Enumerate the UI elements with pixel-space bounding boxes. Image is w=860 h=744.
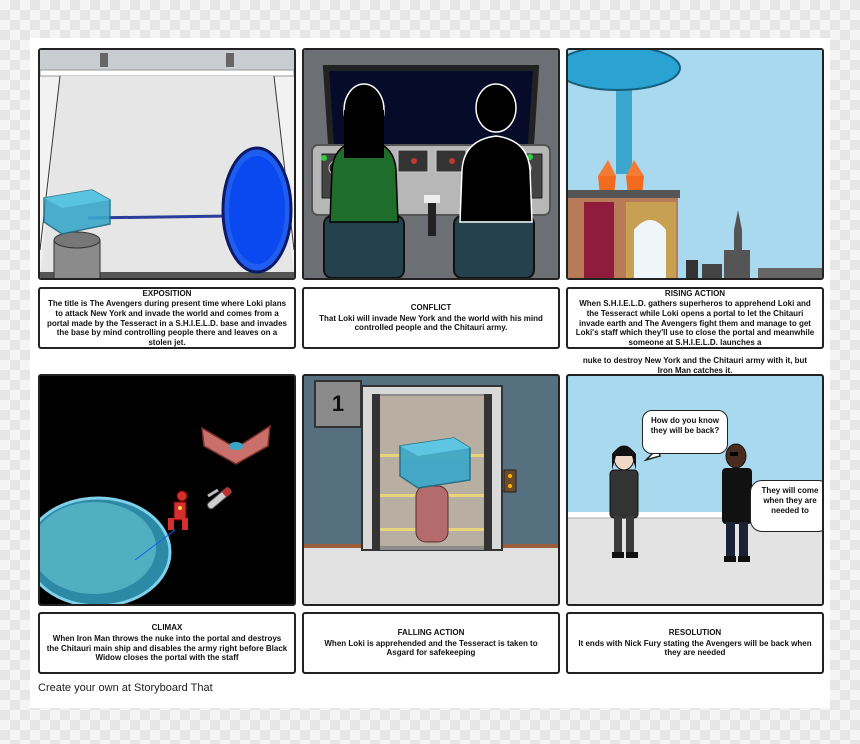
storyboard-footer-credit: Create your own at Storyboard That	[38, 682, 213, 694]
lab-room-illustration	[40, 50, 294, 278]
caption-heading: EXPOSITION	[142, 288, 192, 298]
iron-man-figure	[168, 490, 188, 530]
caption-heading: RESOLUTION	[668, 628, 722, 638]
caption-rising-action: RISING ACTION When S.H.I.E.L.D. gathers …	[566, 287, 824, 349]
panel-rising-action-scene	[566, 48, 824, 280]
caption-text: When S.H.I.E.L.D. gathers superheros to …	[575, 299, 815, 347]
nick-fury-figure	[722, 443, 752, 562]
caption-text: When Iron Man throws the nuke into the p…	[46, 633, 288, 663]
caption-heading: CLIMAX	[151, 623, 183, 633]
panel-falling-action-scene: 1	[302, 374, 560, 606]
caption-text: When Loki is apprehended and the Tessera…	[324, 638, 538, 658]
caption-text: It ends with Nick Fury stating the Aveng…	[578, 638, 812, 658]
caption-text: That Loki will invade New York and the w…	[319, 313, 543, 333]
panel-conflict-scene	[302, 48, 560, 280]
caption-exposition: EXPOSITION The title is The Avengers dur…	[38, 287, 296, 349]
panel-climax-scene	[38, 374, 296, 606]
panel-resolution-scene: How do you know they will be back? They …	[566, 374, 824, 606]
caption-text: The title is The Avengers during present…	[47, 299, 287, 347]
caption-heading: FALLING ACTION	[397, 628, 465, 638]
elevator-floor-number: 1	[314, 380, 362, 428]
caption-climax: CLIMAX When Iron Man throws the nuke int…	[38, 612, 296, 674]
caption-resolution: RESOLUTION It ends with Nick Fury statin…	[566, 612, 824, 674]
caption-heading: RISING ACTION	[664, 288, 726, 298]
caption-rising-action-overflow: nuke to destroy New York and the Chitaur…	[582, 356, 808, 375]
speech-bubble-nick-fury: They will come when they are needed to	[750, 480, 822, 532]
rooftop-dialogue-illustration	[568, 376, 822, 604]
panel-exposition-scene	[38, 48, 296, 280]
caption-heading: CONFLICT	[410, 303, 452, 313]
tower-portal-illustration	[568, 50, 822, 278]
caption-conflict: CONFLICT That Loki will invade New York …	[302, 287, 560, 349]
speech-bubble-loki: How do you know they will be back?	[642, 410, 728, 454]
space-battle-illustration	[40, 376, 294, 604]
cockpit-illustration	[304, 50, 558, 278]
caption-falling-action: FALLING ACTION When Loki is apprehended …	[302, 612, 560, 674]
loki-figure	[609, 445, 639, 558]
